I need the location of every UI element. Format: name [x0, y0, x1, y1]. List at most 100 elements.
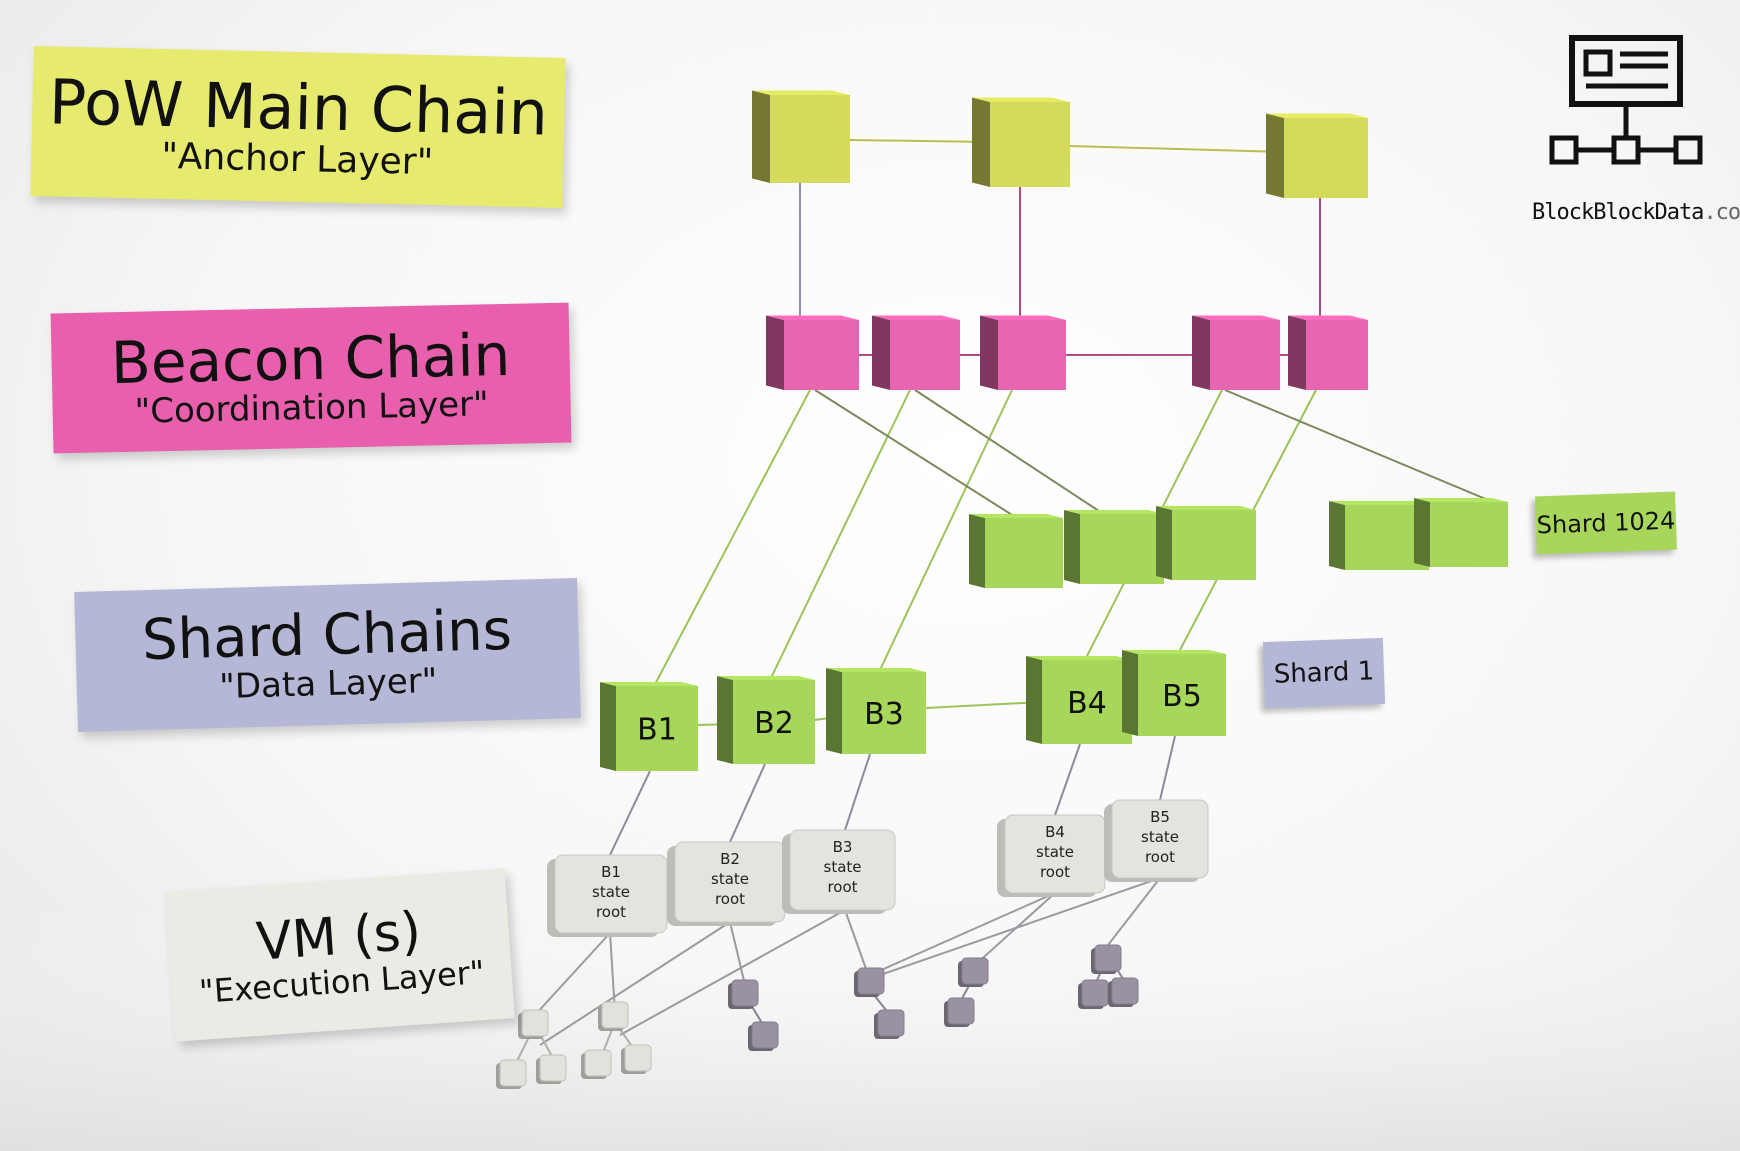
- logo-name: BlockBlockData: [1532, 200, 1704, 225]
- pow-link-2-3: [1069, 145, 1285, 153]
- vm-node-dark-7: [1091, 944, 1122, 974]
- shard1024-block-5: [1414, 498, 1508, 567]
- state-root-B5: B5 state root: [1104, 799, 1209, 882]
- beacon-block-5: [1288, 315, 1368, 390]
- vm-tree-nodes: [496, 944, 1139, 1089]
- vm-node-light-6: [621, 1044, 652, 1074]
- vm-execution-label: VM (s) "Execution Layer": [165, 868, 515, 1042]
- vm-node-dark-2: [748, 1021, 779, 1051]
- pow-title: PoW Main Chain: [48, 65, 549, 150]
- state-root-text: B4: [1045, 823, 1065, 841]
- pow-block-1: [752, 90, 850, 183]
- shard1024-block-2: [1064, 510, 1164, 584]
- state-root-text: B2: [720, 850, 740, 868]
- state-root-text: root: [1145, 848, 1175, 866]
- state-root-text: state: [1141, 828, 1179, 846]
- shard-block-B3: B3: [826, 668, 926, 754]
- state-root-text: state: [711, 870, 749, 888]
- root4-vm-link-a: [869, 892, 1056, 976]
- b3-to-root-link: [844, 753, 871, 831]
- beacon-block-2: [872, 315, 960, 390]
- beacon-to-s1024-link-1: [814, 389, 1021, 521]
- logo-tld: .com: [1703, 200, 1740, 225]
- b3-b4-link: [925, 701, 1043, 709]
- shard-block-B4: B4: [1026, 656, 1132, 744]
- b1-to-root-link: [609, 770, 651, 856]
- state-root-text: state: [1036, 843, 1074, 861]
- b4-to-root-link: [1054, 743, 1081, 816]
- shard-block-label: B1: [637, 713, 677, 748]
- state-root-B4: B4 state root: [997, 814, 1106, 897]
- shard-block-label: B2: [754, 706, 794, 741]
- vm-node-light-1: [518, 1009, 549, 1039]
- pow-link-1-2: [849, 139, 991, 143]
- vm-node-light-5: [581, 1049, 612, 1079]
- beacon-block-3: [980, 315, 1066, 390]
- b5-to-root-link: [1159, 735, 1176, 801]
- vm-node-light-3: [496, 1059, 527, 1089]
- shard1024-block-1: [969, 514, 1063, 588]
- root2-vm-link-b: [729, 921, 746, 986]
- blockblockdata-logo-icon: [1549, 35, 1703, 165]
- pow-main-chain-label: PoW Main Chain "Anchor Layer": [30, 45, 566, 209]
- shard-block-label: B5: [1162, 679, 1202, 714]
- root1-vm-link-a: [534, 932, 611, 1016]
- state-root-text: B1: [601, 863, 621, 881]
- beacon-to-b3-link: [879, 389, 1013, 671]
- state-root-text: B5: [1150, 808, 1170, 826]
- state-root-text: B3: [833, 838, 853, 856]
- connection-lines: [514, 139, 1501, 1066]
- shard-block-B2: B2: [717, 676, 815, 764]
- state-root-B3: B3 state root: [782, 829, 896, 914]
- beacon-to-b1-link: [651, 389, 811, 691]
- root5-vm-link-b: [1107, 877, 1161, 946]
- shard-block-label: B4: [1067, 686, 1107, 721]
- logo-wordmark: BlockBlockData.com: [1532, 200, 1740, 225]
- root5-vm-link-a: [879, 877, 1161, 976]
- state-root-B1: B1 state root: [547, 854, 668, 937]
- shard-subtitle: "Data Layer": [218, 660, 438, 707]
- beacon-block-1: [766, 315, 859, 390]
- pow-block-2: [972, 97, 1070, 187]
- shard-1024-tag: Shard 1024: [1535, 491, 1677, 555]
- state-root-text: root: [1040, 863, 1070, 881]
- state-root-text: root: [596, 903, 626, 921]
- vm-node-dark-4: [874, 1009, 905, 1039]
- shard-block-B1: B1: [600, 682, 698, 771]
- vm-node-dark-8: [1078, 979, 1109, 1009]
- root2-vm-link-a: [539, 921, 731, 1046]
- b2-to-root-link: [729, 763, 766, 843]
- vm-subtitle: "Execution Layer": [197, 952, 486, 1011]
- beacon-subtitle: "Coordination Layer": [134, 384, 490, 432]
- shard-block-label: B3: [864, 697, 904, 732]
- root3-vm-link-a: [619, 909, 846, 1036]
- beacon-to-s1024-link-3: [1224, 389, 1501, 506]
- state-root-B2: B2 state root: [667, 841, 786, 926]
- vm-node-dark-6: [944, 997, 975, 1027]
- pow-block-3: [1266, 113, 1368, 198]
- state-root-boxes: B1 state root B2 state root B3 state root B4 state…: [547, 799, 1209, 937]
- root1-vm-link-b: [609, 932, 616, 1013]
- state-root-text: root: [827, 878, 857, 896]
- vm-node-light-2: [598, 1001, 629, 1031]
- beacon-to-s1024-link-2: [914, 389, 1106, 516]
- state-root-text: state: [824, 858, 862, 876]
- pow-subtitle: "Anchor Layer": [160, 135, 434, 183]
- shard-1-tag: Shard 1: [1262, 637, 1386, 709]
- beacon-title: Beacon Chain: [110, 320, 511, 398]
- vm-node-light-4: [536, 1054, 567, 1084]
- vm-node-dark-3: [854, 967, 885, 997]
- shard-chains-label: Shard Chains "Data Layer": [74, 578, 581, 732]
- beacon-block-4: [1192, 315, 1280, 390]
- shard-block-B5: B5: [1122, 650, 1226, 736]
- vm-node-dark-5: [958, 957, 989, 987]
- beacon-chain-label: Beacon Chain "Coordination Layer": [50, 302, 572, 454]
- state-root-text: state: [592, 883, 630, 901]
- state-root-text: root: [715, 890, 745, 908]
- vm-node-dark-9: [1108, 977, 1139, 1007]
- shard-title: Shard Chains: [141, 597, 513, 674]
- shard1024-block-3: [1156, 506, 1256, 580]
- block-cubes: B1 B2 B3 B4 B5: [600, 90, 1508, 771]
